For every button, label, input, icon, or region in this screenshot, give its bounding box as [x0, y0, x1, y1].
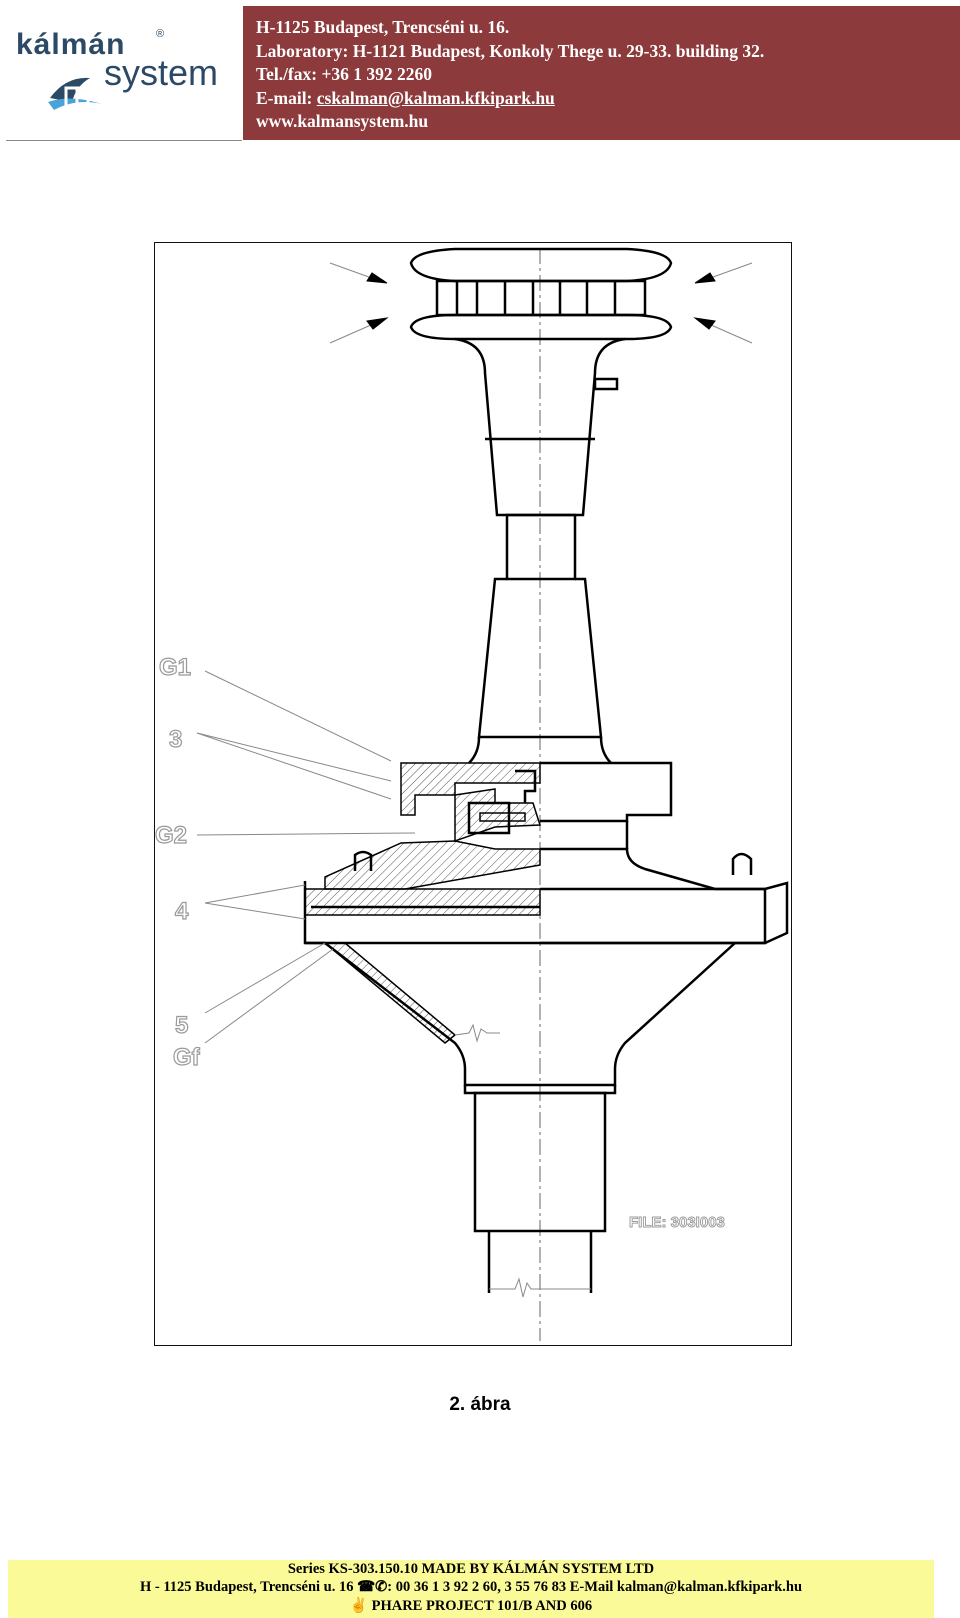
footer-series-line: Series KS-303.150.10 MADE BY KÁLMÁN SYST… — [287, 1561, 655, 1577]
lower-cone — [322, 942, 736, 1095]
header-telfax: Tel./fax: +36 1 392 2260 — [256, 64, 433, 84]
leader-lines — [196, 670, 416, 1044]
header-laboratory: Laboratory: H-1121 Budapest, Konkoly The… — [256, 40, 765, 61]
flange-assembly — [400, 761, 673, 849]
header-contact-lines: H-1125 Budapest, Trencséni u. 16. Labora… — [256, 16, 764, 134]
header-address: H-1125 Budapest, Trencséni u. 16. — [256, 17, 510, 37]
header-website-link[interactable]: www.kalmansystem.hu — [256, 111, 429, 131]
technical-drawing-frame: G1 3 G2 4 5 Gf FILE: 303I003 — [154, 242, 792, 1346]
label-5: 5 — [175, 1012, 188, 1039]
label-g2: G2 — [155, 822, 187, 849]
footer-project-line: ✌ PHARE PROJECT 101/B AND 606 — [349, 1598, 593, 1614]
lower-pipe — [473, 1091, 607, 1298]
ventilation-cap — [409, 247, 673, 341]
header-email-prefix: E-mail: — [256, 87, 317, 108]
figure-caption: 2. ábra — [449, 1394, 511, 1415]
footer-contact-line: H - 1125 Budapest, Trencséni u. 16 ☎✆: 0… — [139, 1579, 803, 1595]
logo-registered-mark: ® — [156, 28, 165, 40]
label-3: 3 — [169, 726, 182, 753]
technical-drawing: G1 3 G2 4 5 Gf FILE: 303I003 — [155, 247, 789, 1341]
footer: Series KS-303.150.10 MADE BY KÁLMÁN SYST… — [8, 1560, 934, 1618]
label-4: 4 — [175, 898, 189, 925]
header-contact-band — [243, 6, 960, 140]
header-email-link[interactable]: cskalman@kalman.kfkipark.hu — [316, 87, 555, 108]
logo-word-system: system — [104, 52, 219, 93]
file-label: FILE: 303I003 — [629, 1214, 725, 1231]
diaphragm-housing — [303, 840, 789, 945]
logo-house-wave-icon — [48, 77, 102, 110]
label-gf: Gf — [173, 1044, 201, 1071]
airflow-arrows — [329, 262, 753, 344]
company-logo: kálmán ® system — [6, 6, 242, 141]
label-g1: G1 — [159, 654, 191, 681]
header: kálmán ® system H-1125 Budapest, Trencsé… — [0, 6, 960, 141]
header-email-row: E-mail: cskalman@kalman.kfkipark.hu — [256, 87, 764, 111]
upper-body — [454, 337, 626, 764]
logo-word-kalman: kálmán — [16, 28, 126, 61]
